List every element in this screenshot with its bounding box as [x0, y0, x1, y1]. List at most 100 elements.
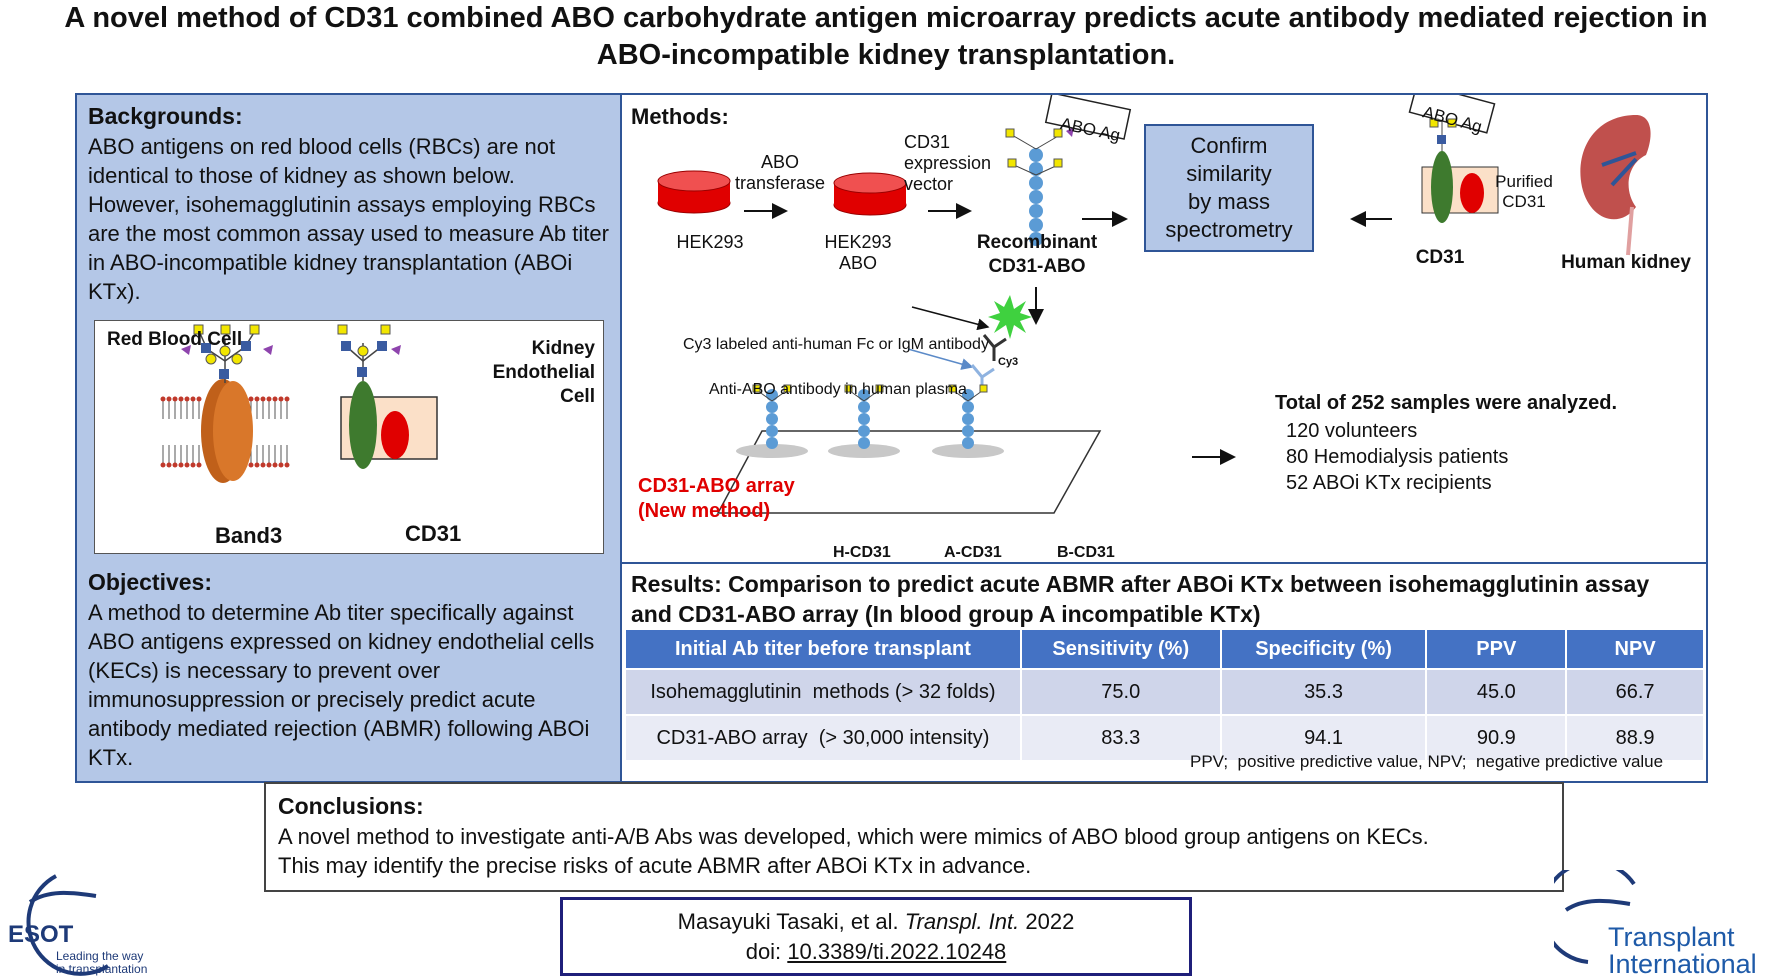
- column-header: Initial Ab titer before transplant: [626, 630, 1022, 669]
- ti-line: Transplant: [1608, 922, 1735, 952]
- esot-logo-text: ESOT: [8, 921, 74, 948]
- table-row: Isohemagglutinin methods (> 32 folds) 75…: [626, 668, 1705, 715]
- kec-cell-icon: [337, 324, 438, 469]
- glycan-icon: [1005, 127, 1074, 176]
- kec-label: Kidney Endothelial Cell: [493, 337, 595, 409]
- table-cell: 90.9: [1426, 714, 1568, 760]
- doi-link[interactable]: 10.3389/ti.2022.10248: [787, 938, 1007, 964]
- tagline-line: in transplantation: [56, 962, 148, 976]
- cy3-tag-label: Cy3: [998, 356, 1019, 368]
- esot-logo-icon: [26, 874, 110, 976]
- band3-label: Band3: [215, 523, 283, 548]
- antibody-icon: [982, 334, 1007, 361]
- kec-label-line: Endothelial: [492, 362, 595, 383]
- section-divider: [622, 562, 1706, 564]
- column-header: PPV: [1426, 630, 1568, 669]
- anti-abo-label: Anti-ABO antibody in human plasma: [709, 381, 967, 398]
- table-cell: Isohemagglutinin methods (> 32 folds): [626, 668, 1022, 715]
- a-cd31-label: A-CD31: [944, 544, 1002, 561]
- confirm-similarity-box: Confirm similarity by mass spectrometry: [1144, 124, 1314, 252]
- list-item: 80 Hemodialysis patients: [1286, 446, 1509, 468]
- conclusions-box: [264, 782, 1564, 892]
- kidney-icon: [1580, 115, 1651, 256]
- total-samples-title: Total of 252 samples were analyzed.: [1275, 392, 1617, 414]
- results-heading: Results: Comparison to predict acute ABM…: [631, 571, 1650, 627]
- citation-year: 2022: [1025, 908, 1075, 934]
- table-cell: 75.0: [1020, 668, 1222, 715]
- conclusions-heading: Conclusions:: [278, 793, 424, 819]
- membrane-icon: [160, 396, 290, 468]
- citation-line: Masayuki Tasaki, et al. Transpl. Int. 20…: [563, 907, 1189, 937]
- native-cd31-icon: [1421, 118, 1499, 223]
- label-line: Recombinant: [976, 232, 1098, 253]
- list-item: 120 volunteers: [1286, 420, 1418, 442]
- cell-figure-svg: [160, 324, 438, 483]
- label-line: transferase: [734, 173, 826, 193]
- table-cell: 94.1: [1220, 714, 1428, 760]
- ti-logo-icon: [1554, 870, 1636, 964]
- hek293-label: HEK293: [676, 232, 744, 252]
- arrow-icon: [911, 306, 990, 331]
- table-cell: 66.7: [1566, 668, 1705, 715]
- human-kidney-label: Human kidney: [1561, 252, 1691, 273]
- table-cell: CD31-ABO array (> 30,000 intensity): [626, 714, 1022, 760]
- kec-label-line: Cell: [560, 386, 595, 407]
- rbc-glycan-icon: [181, 324, 273, 383]
- total-samples-list: 120 volunteers 80 Hemodialysis patients …: [1286, 418, 1508, 496]
- table-row: CD31-ABO array (> 30,000 intensity) 83.3…: [626, 714, 1705, 760]
- label-line: HEK293: [824, 232, 892, 252]
- objectives-heading: Objectives:: [88, 569, 212, 595]
- cd31-native-label: CD31: [1415, 247, 1465, 268]
- confirm-line: spectrometry: [1165, 217, 1293, 242]
- cd31-vector-label: CD31 expression vector: [904, 132, 991, 195]
- doi-line: doi: 10.3389/ti.2022.10248: [563, 937, 1189, 967]
- total-samples-text: Total of 252 samples were analyzed: [1275, 392, 1612, 414]
- cy3-star-icon: [988, 295, 1032, 339]
- table-cell: 35.3: [1220, 668, 1428, 715]
- objectives-text: A method to determine Ab titer specifica…: [88, 600, 595, 770]
- confirm-line: similarity: [1186, 161, 1272, 186]
- confirm-line: Confirm: [1190, 133, 1268, 158]
- esot-tagline: Leading the way in transplantation: [56, 950, 166, 976]
- table-cell: 88.9: [1566, 714, 1705, 760]
- methods-heading: Methods:: [631, 104, 729, 129]
- conclusions-line: A novel method to investigate anti-A/B A…: [278, 824, 1429, 849]
- column-header: NPV: [1566, 630, 1705, 669]
- citation-box: Masayuki Tasaki, et al. Transpl. Int. 20…: [560, 897, 1192, 976]
- citation-authors: Masayuki Tasaki, et al.: [677, 908, 899, 934]
- table-cell: 45.0: [1426, 668, 1568, 715]
- rbc-label: Red Blood Cell: [107, 329, 243, 350]
- results-table: Initial Ab titer before transplant Sensi…: [626, 630, 1705, 760]
- confirm-line: by mass: [1188, 189, 1270, 214]
- h-cd31-label: H-CD31: [833, 544, 891, 561]
- abo-ag-tag-icon: [1044, 95, 1132, 140]
- arrow-icon: [907, 348, 974, 370]
- label-line: CD31-ABO array: [638, 475, 795, 497]
- page-title: A novel method of CD31 combined ABO carb…: [64, 2, 1708, 71]
- methods-diagram: [657, 95, 1651, 514]
- label-line: ABO: [760, 152, 799, 172]
- list-item: 52 ABOi KTx recipients: [1286, 472, 1492, 494]
- label-line: CD31: [1502, 192, 1546, 211]
- purified-cd31-label: Purified CD31: [1484, 172, 1564, 212]
- hek293-abo-label: HEK293 ABO: [808, 232, 908, 274]
- column-header: Sensitivity (%): [1020, 630, 1222, 669]
- label-line: expression: [904, 153, 992, 173]
- column-header: Specificity (%): [1220, 630, 1428, 669]
- doi-prefix: doi:: [745, 938, 782, 964]
- conclusions-line: This may identify the precise risks of a…: [278, 853, 1032, 878]
- label-line: CD31: [904, 132, 951, 152]
- petri-dish-icon: [833, 172, 907, 216]
- array-slide-icon: [716, 384, 1102, 514]
- abo-transferase-label: ABO transferase: [722, 152, 838, 194]
- recombinant-label: Recombinant CD31-ABO: [962, 231, 1112, 279]
- petri-dish-icon: [657, 170, 731, 214]
- table-cell: 83.3: [1020, 714, 1222, 760]
- label-line: CD31-ABO: [988, 256, 1086, 277]
- conclusions-text: A novel method to investigate anti-A/B A…: [278, 822, 1558, 880]
- citation-journal: Transpl. Int.: [904, 908, 1020, 934]
- label-line: ABO: [838, 253, 877, 273]
- recombinant-cd31-icon: [1029, 148, 1043, 246]
- backgrounds-heading: Backgrounds:: [88, 103, 243, 129]
- cd31-label: CD31: [405, 521, 462, 546]
